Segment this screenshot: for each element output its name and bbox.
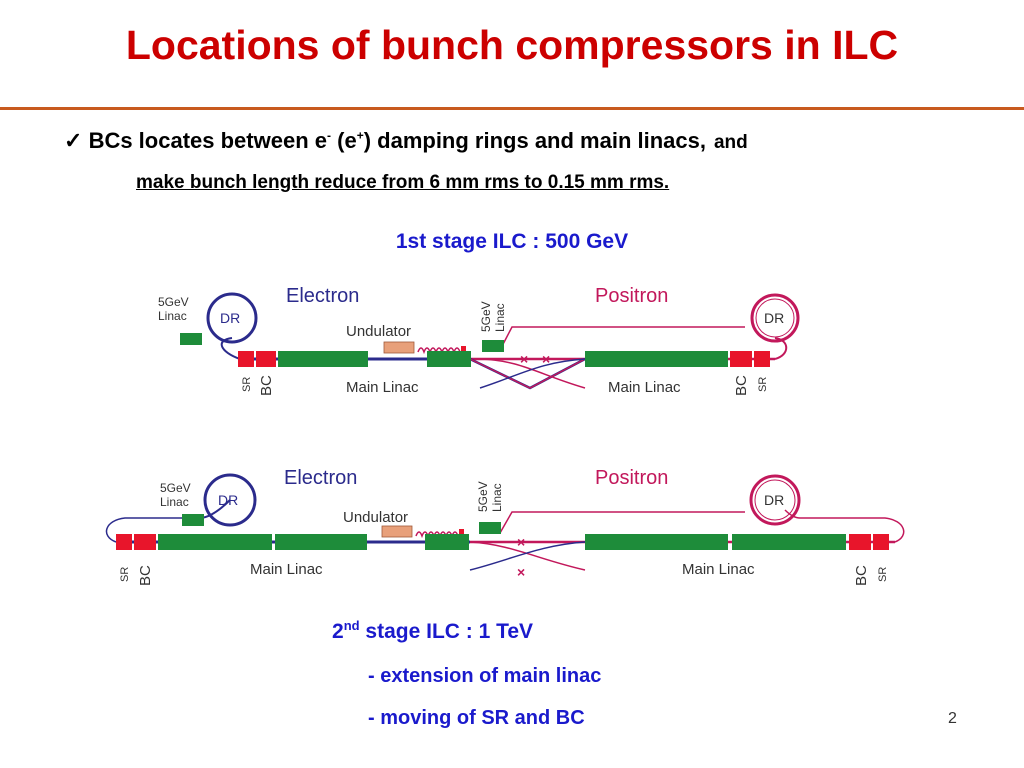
main-linac-left-2 bbox=[427, 351, 471, 367]
bullet-and: and bbox=[713, 132, 748, 153]
linac-5gev-mid-line2-2: Linac bbox=[490, 483, 504, 512]
checkmark-icon: ✓ bbox=[64, 128, 83, 153]
positron-label: Positron bbox=[595, 285, 668, 307]
beam-x-line-2 bbox=[479, 358, 586, 389]
stage2-superscript: nd bbox=[343, 618, 360, 633]
positron-label-2: Positron bbox=[595, 467, 668, 489]
stage2-title: 2nd stage ILC : 1 TeV bbox=[332, 618, 533, 644]
note-moving: - moving of SR and BC bbox=[368, 707, 585, 729]
ip-cross-marker-2: × bbox=[542, 351, 550, 367]
main-linac-left-label: Main Linac bbox=[346, 379, 419, 396]
sr-block-left-2 bbox=[116, 534, 132, 550]
electron-transfer-line bbox=[220, 337, 241, 360]
main-linac-right-2b bbox=[732, 534, 846, 550]
electron-transfer-line-2 bbox=[105, 517, 200, 543]
dr-label-left: DR bbox=[220, 310, 240, 326]
main-linac-right-label: Main Linac bbox=[608, 379, 681, 396]
sr-label-left-2: SR bbox=[119, 567, 131, 582]
linac-5gev-left-line1-2: 5GeV bbox=[160, 481, 191, 495]
page-number: 2 bbox=[948, 710, 957, 727]
note-extension: - extension of main linac bbox=[368, 665, 602, 687]
linac-5gev-mid-line2: Linac bbox=[493, 303, 507, 332]
ip-cross-marker: × bbox=[520, 351, 528, 367]
linac-5gev-mid-box bbox=[482, 340, 504, 352]
undulator-label-2: Undulator bbox=[343, 509, 408, 526]
undulator-coil bbox=[417, 347, 461, 355]
linac-5gev-left-line2: Linac bbox=[158, 309, 187, 323]
electron-label-2: Electron bbox=[284, 467, 357, 489]
main-linac-right-2a bbox=[585, 534, 728, 550]
title-divider bbox=[0, 107, 1024, 110]
linac-5gev-left-box bbox=[180, 333, 202, 345]
bullet-text-part2: (e bbox=[331, 128, 357, 153]
linac-5gev-left-line1: 5GeV bbox=[158, 295, 189, 309]
stage2-rest: stage ILC : 1 TeV bbox=[359, 620, 534, 643]
bullet-line-2: make bunch length reduce from 6 mm rms t… bbox=[136, 172, 670, 193]
bullet-text-part3: ) damping rings and main linacs, bbox=[363, 128, 706, 153]
bc-label-left-2: BC bbox=[137, 565, 154, 586]
sr-block-right-2 bbox=[873, 534, 889, 550]
undulator-label: Undulator bbox=[346, 323, 411, 340]
main-linac-right-label-2: Main Linac bbox=[682, 561, 755, 578]
positron-damping-ring-inner-2 bbox=[754, 479, 796, 521]
stage1-title: 1st stage ILC : 500 GeV bbox=[395, 230, 629, 253]
bc-label-left: BC bbox=[258, 375, 275, 396]
main-linac-right bbox=[585, 351, 728, 367]
stage2-prefix: 2 bbox=[332, 620, 344, 643]
sr-block-right bbox=[754, 351, 770, 367]
bc-label-right-2: BC bbox=[853, 565, 870, 586]
bc-block-right-2 bbox=[849, 534, 871, 550]
linac-5gev-mid-box-2 bbox=[479, 522, 501, 534]
slide-title: Locations of bunch compressors in ILC bbox=[125, 22, 899, 68]
dr-label-right: DR bbox=[764, 310, 784, 326]
dr-label-right-2: DR bbox=[764, 492, 784, 508]
main-linac-left-2c bbox=[425, 534, 469, 550]
dr-label-left-2: DR bbox=[218, 492, 238, 508]
sr-label-right: SR bbox=[757, 377, 769, 392]
linac-5gev-left-line2-2: Linac bbox=[160, 495, 189, 509]
electron-label: Electron bbox=[286, 285, 359, 307]
positron-damping-ring-inner bbox=[755, 298, 795, 338]
sr-block-left bbox=[238, 351, 254, 367]
ip-cross-marker-3: × bbox=[517, 534, 525, 550]
positron-crossing-line bbox=[469, 358, 586, 389]
positron-return-loop bbox=[774, 337, 788, 360]
sr-label-right-2: SR bbox=[877, 567, 889, 582]
sr-label-left: SR bbox=[241, 377, 253, 392]
main-linac-left-2a bbox=[158, 534, 272, 550]
linac-5gev-mid-line1-2: 5GeV bbox=[476, 481, 490, 512]
positron-damping-ring bbox=[750, 293, 800, 343]
minus-superscript: - bbox=[327, 128, 331, 143]
undulator-end-marker bbox=[461, 346, 466, 351]
bc-block-left-2 bbox=[134, 534, 156, 550]
plus-superscript: + bbox=[356, 128, 364, 143]
bc-block-right bbox=[730, 351, 752, 367]
undulator-end-marker-2 bbox=[459, 529, 464, 534]
bullet-line-1: ✓ BCs locates between e- (e+) damping ri… bbox=[64, 128, 748, 154]
bullet-text-part1: BCs locates between e bbox=[88, 128, 327, 153]
electron-damping-ring bbox=[206, 292, 258, 344]
undulator-box bbox=[383, 341, 415, 354]
beam-x-line-2b bbox=[469, 541, 586, 571]
linac-5gev-left-box-2 bbox=[182, 514, 204, 526]
main-linac-left-1 bbox=[278, 351, 368, 367]
positron-damping-ring-2 bbox=[749, 474, 801, 526]
ip-cross-marker-4: × bbox=[517, 564, 525, 580]
positron-transfer-line-2 bbox=[499, 511, 745, 534]
linac-5gev-mid-line1: 5GeV bbox=[479, 301, 493, 332]
electron-damping-ring-2 bbox=[203, 473, 257, 527]
bc-label-right: BC bbox=[733, 375, 750, 396]
bc-block-left bbox=[256, 351, 276, 367]
main-linac-left-2b bbox=[275, 534, 367, 550]
main-linac-left-label-2: Main Linac bbox=[250, 561, 323, 578]
undulator-box-2 bbox=[381, 525, 413, 538]
